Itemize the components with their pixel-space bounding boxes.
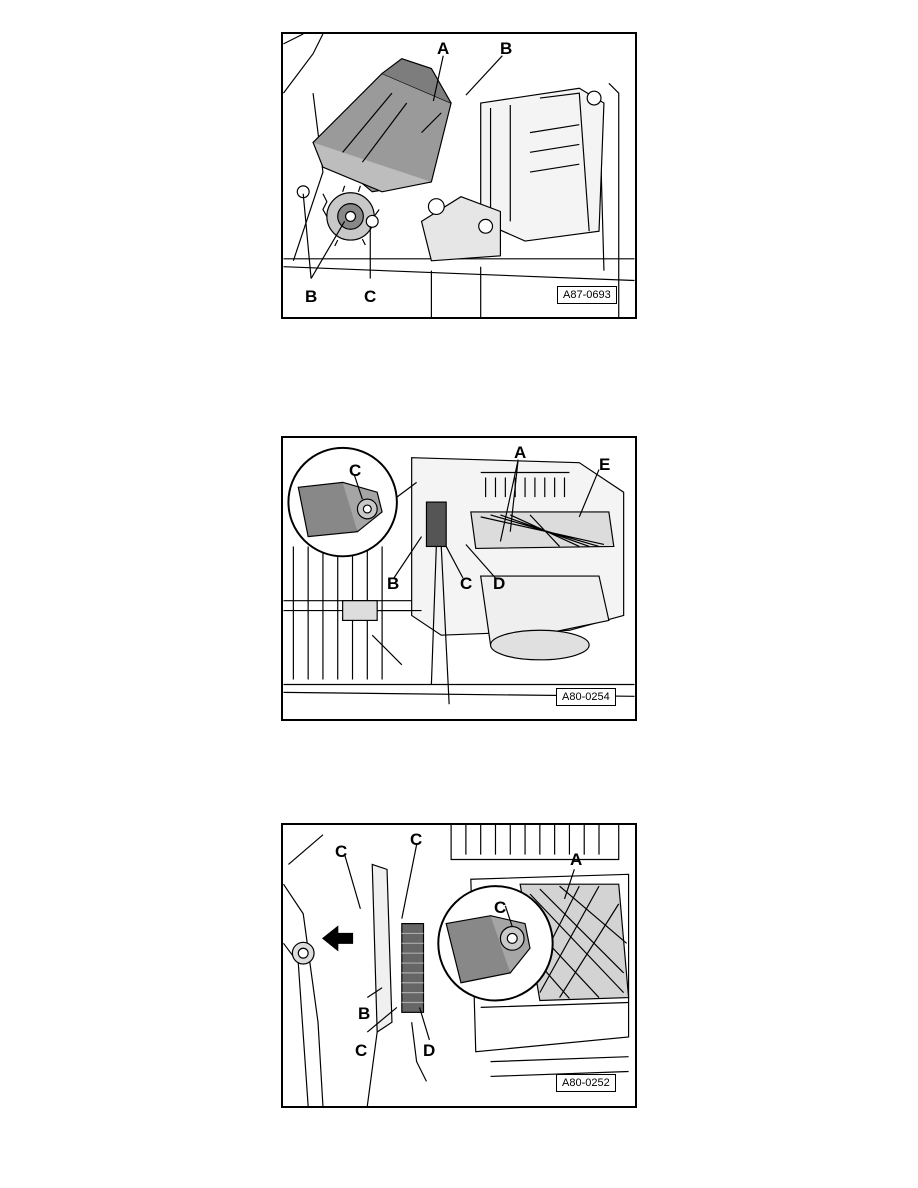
callout-d: D — [493, 574, 506, 593]
callout-c: C — [335, 842, 348, 861]
callout-c: C — [460, 574, 473, 593]
callout-c-inset: C — [349, 461, 362, 480]
callout-a: A — [570, 850, 583, 869]
figure-3-illustration — [283, 825, 630, 1106]
callout-c: C — [355, 1041, 368, 1060]
callout-c: C — [364, 287, 377, 306]
figure-id-label: A80-0254 — [556, 688, 616, 706]
figure-servomotor-removal: A B B C A87-0693 — [281, 32, 637, 319]
callout-c-inset: C — [494, 898, 507, 917]
figure-lever-detail: C C A C B C D A80-0252 — [281, 823, 637, 1108]
figure-2-illustration — [283, 446, 635, 705]
callout-c: C — [410, 830, 423, 849]
callout-a: A — [437, 39, 450, 58]
callout-b: B — [500, 39, 513, 58]
figure-id-label: A80-0252 — [556, 1074, 616, 1092]
callout-a: A — [514, 443, 527, 462]
figure-1-illustration — [283, 34, 635, 317]
figure-id-label: A87-0693 — [557, 286, 617, 304]
callout-b: B — [387, 574, 400, 593]
callout-d: D — [423, 1041, 436, 1060]
callout-b: B — [305, 287, 318, 306]
callout-b: B — [358, 1004, 371, 1023]
figure-flap-shaft: C A E B C D A80-0254 — [281, 436, 637, 721]
callout-e: E — [599, 455, 611, 474]
